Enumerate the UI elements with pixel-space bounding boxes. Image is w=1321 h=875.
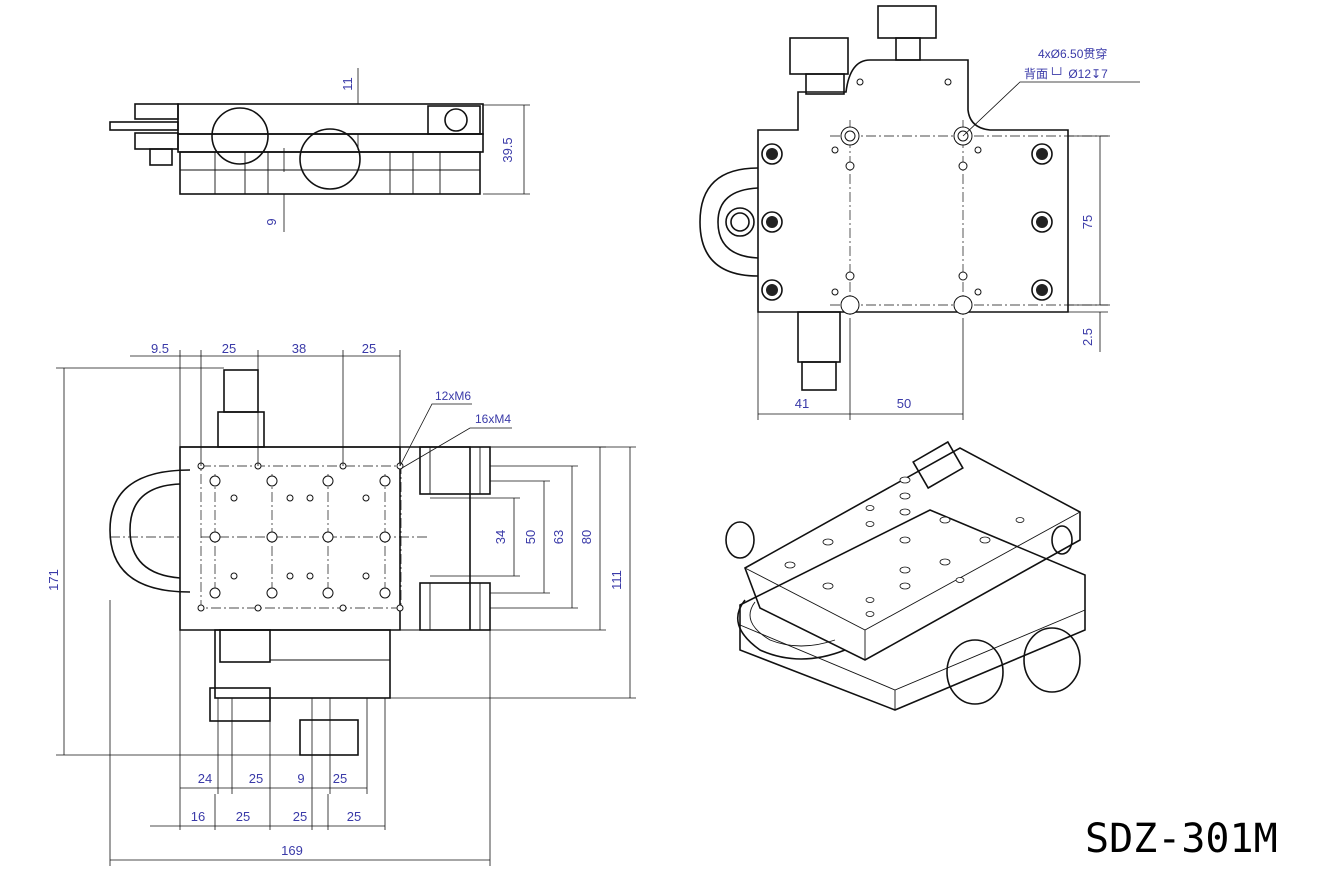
note-16xm4: 16xM4 xyxy=(475,412,511,426)
dim-top-9-5: 9.5 xyxy=(151,341,169,356)
dim-80: 80 xyxy=(579,530,594,544)
side-view: 39.5 11 9 xyxy=(109,68,530,232)
dim-top-25a: 25 xyxy=(222,341,236,356)
dim-bottom-9: 9 xyxy=(297,771,304,786)
dim-back-50: 50 xyxy=(897,396,911,411)
dim-169: 169 xyxy=(281,843,303,858)
note-counterbore: 背面└┘ Ø12↧7 xyxy=(1024,67,1108,81)
dim-back-75: 75 xyxy=(1080,215,1095,229)
dim-50: 50 xyxy=(523,530,538,544)
dim-34: 34 xyxy=(493,530,508,544)
dim-bottom-24: 24 xyxy=(198,771,212,786)
model-label: SDZ-301M xyxy=(1085,816,1278,862)
dim-top-25b: 25 xyxy=(362,341,376,356)
dim-63: 63 xyxy=(551,530,566,544)
dim-bottom-25d: 25 xyxy=(293,809,307,824)
dim-side-9: 9 xyxy=(264,218,279,225)
dim-side-39-5: 39.5 xyxy=(500,137,515,162)
dim-back-41: 41 xyxy=(795,396,809,411)
note-through-holes: 4xØ6.50贯穿 xyxy=(1038,46,1107,61)
dim-top-38: 38 xyxy=(292,341,306,356)
dim-back-2-5: 2.5 xyxy=(1080,328,1095,346)
dim-171: 171 xyxy=(46,569,61,591)
top-view: 9.5 25 38 25 34 50 63 80 111 171 xyxy=(46,341,636,866)
dim-bottom-25c: 25 xyxy=(236,809,250,824)
dim-bottom-16: 16 xyxy=(191,809,205,824)
dim-bottom-25b: 25 xyxy=(333,771,347,786)
note-12xm6: 12xM6 xyxy=(435,389,471,403)
dim-bottom-25a: 25 xyxy=(249,771,263,786)
dim-bottom-25e: 25 xyxy=(347,809,361,824)
back-view: 75 2.5 41 50 4xØ6.50贯穿 背面└┘ Ø12↧7 xyxy=(699,5,1140,420)
dim-side-11: 11 xyxy=(340,77,355,91)
dim-111: 111 xyxy=(609,570,624,590)
isometric-view xyxy=(725,440,1086,711)
